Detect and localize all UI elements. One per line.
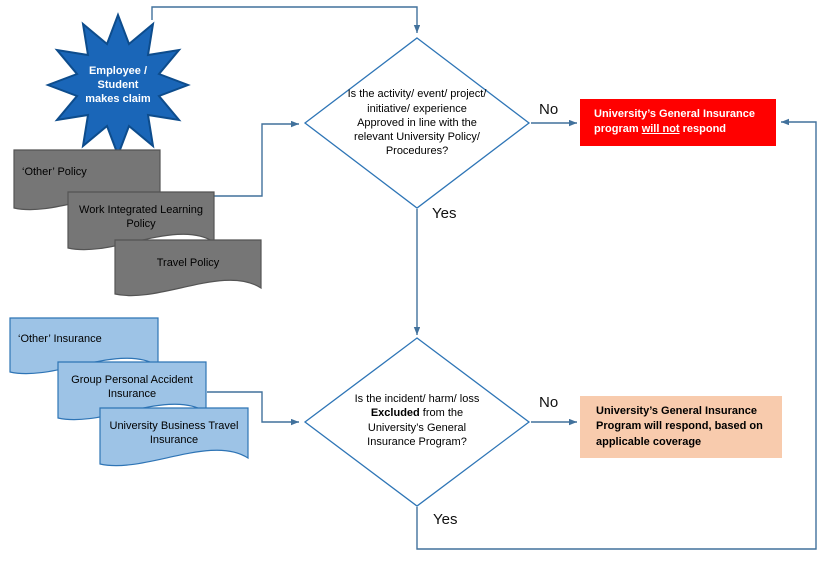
policy-doc-label-wil: Work Integrated Learning Policy [79,203,203,230]
insurance-doc-label-gpa: Group Personal Accident Insurance [71,373,193,400]
edge-label-yes-top: Yes [432,205,457,222]
no-respond-box [580,99,776,146]
decision1-question: Is the activity/ event/ project/ initiat… [347,88,487,158]
no-respond-text: University’s General Insurance program w… [586,101,778,150]
edge-label-no-top: No [539,101,559,118]
insurance-doc-label-other: ‘Other’ Insurance [18,332,102,345]
no-respond-willnot: will not [641,123,680,136]
respond-text: University’s General Insurance Program w… [596,404,763,448]
decision2-post: from the University’s General Insurance … [367,407,467,448]
respond-box [580,396,782,458]
claim-burst-label: Employee / Student makes claim [85,65,151,105]
policy-doc-shape-3 [114,239,262,297]
no-respond-pre: University’s General Insurance program [594,108,755,136]
edge-label-no-bottom: No [539,394,559,411]
insurance-doc-label-ubt: University Business Travel Insurance [109,419,239,446]
decision2-question: Is the incident/ harm/ loss Excluded fro… [344,378,490,480]
decision-diamond-1 [303,37,531,209]
insurance-doc-shape-3 [99,407,249,467]
connector-insurance-to-decision2 [207,391,299,426]
decision2-excluded: Excluded [370,407,420,420]
no-respond-post: respond [679,123,727,136]
policy-doc-label-other: ‘Other’ Policy [22,165,87,178]
policy-doc-label-travel: Travel Policy [156,256,220,269]
decision-diamond-2 [303,337,531,507]
edge-label-yes-bottom: Yes [433,511,458,528]
connector-policies-to-decision1 [214,120,299,197]
connector-decision2-yes-loop [416,118,817,550]
connector-claim-to-decision1 [151,6,421,33]
decision2-pre: Is the incident/ harm/ loss [354,393,480,405]
